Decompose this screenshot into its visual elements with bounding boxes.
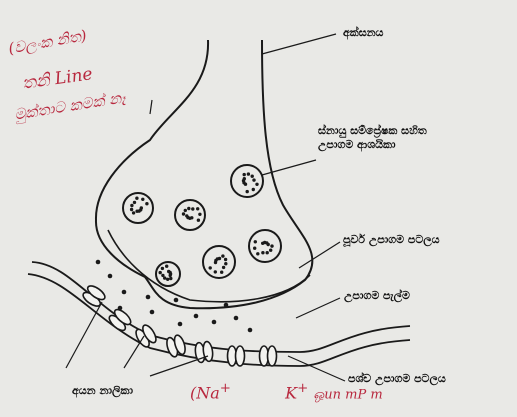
cleft-molecule [234, 316, 239, 321]
transmitter-dot [246, 190, 249, 193]
transmitter-dot [197, 219, 200, 222]
label-vesicles-line2: උපාගම ආශයිකා [318, 138, 396, 151]
transmitter-dot [255, 183, 258, 186]
cleft-molecule [178, 322, 183, 327]
note-ion-tail: ஒun mP m [313, 387, 382, 402]
ion-channel [228, 346, 245, 366]
transmitter-dot [161, 274, 164, 277]
vesicle [249, 230, 281, 262]
transmitter-dot [130, 208, 133, 211]
transmitter-dot [169, 274, 172, 277]
transmitter-dot [185, 214, 188, 217]
transmitter-dot [214, 270, 217, 273]
transmitter-dot [256, 252, 259, 255]
note-ion-na-charge: + [220, 381, 231, 396]
label-vesicles: ස්නායු සම්ප්‍රේෂක සහිත උපාගම ආශයිකා [318, 124, 427, 152]
transmitter-dot [169, 277, 172, 280]
transmitter-dot [243, 173, 246, 176]
transmitter-dot [182, 212, 185, 215]
transmitter-dot [184, 209, 187, 212]
cleft-molecule [108, 274, 113, 279]
transmitter-dot [254, 240, 257, 243]
cleft-molecule [248, 328, 253, 333]
transmitter-dot [198, 213, 201, 216]
cleft-molecule [212, 320, 217, 325]
vesicle [203, 246, 235, 278]
label-synaptic-cleft: උපාගම පැල්ම [344, 289, 410, 303]
transmitter-dot [145, 202, 148, 205]
transmitter-dot [266, 251, 269, 254]
transmitter-dot [251, 175, 254, 178]
note-ion-k: K [285, 383, 297, 402]
transmitter-dot [261, 251, 264, 254]
transmitter-dot [191, 207, 194, 210]
transmitter-dot [224, 262, 227, 265]
note-ion-k-charge: + [297, 381, 308, 396]
transmitter-dot [252, 178, 255, 181]
transmitter-dot [132, 211, 135, 214]
leader-lines [66, 34, 345, 381]
note-ions: (Na+ K+ ஒun mP m [190, 382, 383, 403]
cleft-molecule [122, 290, 127, 295]
label-vesicles-line1: ස්නායු සම්ප්‍රේෂක සහිත [318, 124, 427, 137]
transmitter-dot [135, 197, 138, 200]
cleft-molecule [146, 295, 151, 300]
transmitter-dot [221, 254, 224, 257]
transmitter-dot [269, 249, 272, 252]
transmitter-dot [209, 266, 212, 269]
ion-channel [133, 323, 158, 349]
transmitter-dot [253, 247, 256, 250]
transmitter-dot [243, 177, 246, 180]
transmitter-dot [165, 265, 168, 268]
transmitter-dot [161, 267, 164, 270]
transmitter-dot [267, 243, 270, 246]
ion-channel [165, 334, 187, 358]
transmitter-dot [187, 207, 190, 210]
transmitter-dot [166, 278, 169, 281]
cleft-molecule [96, 260, 101, 265]
label-presynaptic-membrane: පූර්ව උපාගම පටලය [343, 233, 440, 247]
cleft-molecule [224, 303, 229, 308]
label-ion-channels: අයන නාලිකා [72, 384, 133, 398]
transmitter-dot [222, 266, 225, 269]
transmitter-dot [135, 210, 138, 213]
cleft-molecule [174, 298, 179, 303]
postsynaptic-membrane-lower [28, 274, 410, 366]
transmitter-dot [252, 188, 255, 191]
ion-channel [260, 346, 277, 366]
transmitter-dot [196, 207, 199, 210]
cleft-molecule [194, 314, 199, 319]
transmitter-dot [133, 201, 136, 204]
transmitter-dot [141, 198, 144, 201]
cleft-molecule [150, 310, 155, 315]
transmitter-dot [159, 271, 162, 274]
transmitter-dot [270, 244, 273, 247]
transmitter-dot [220, 271, 223, 274]
note-ion-na: (Na [190, 383, 220, 402]
transmitter-dot [247, 172, 250, 175]
label-axon: අක්සනය [343, 26, 383, 40]
transmitter-dot [130, 204, 133, 207]
transmitter-dot [224, 258, 227, 261]
transmitter-dot [218, 257, 221, 260]
